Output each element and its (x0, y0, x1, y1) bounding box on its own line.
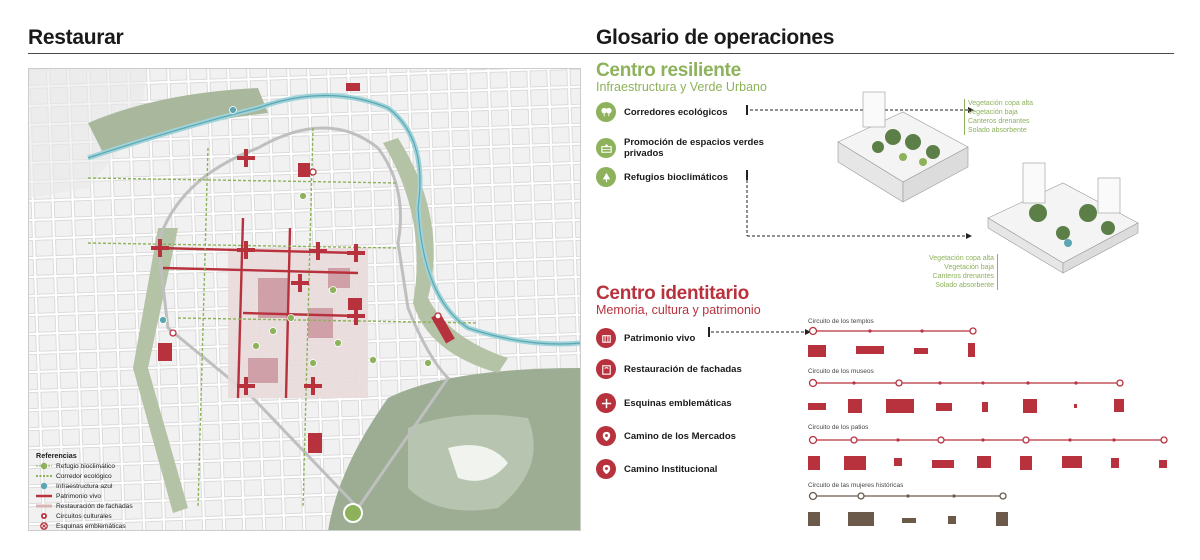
identitario-subtitle: Memoria, cultura y patrimonio (596, 303, 761, 317)
circuit-patios (808, 435, 1168, 470)
circuit-label-patios: Circuito de los patios (808, 424, 869, 431)
axonometric-street-illustration (837, 91, 969, 203)
esquina-icon (36, 522, 52, 530)
urban-map (28, 68, 581, 531)
resiliente-subtitle: Infraestructura y Verde Urbano (596, 80, 767, 94)
garden-icon (596, 138, 616, 158)
op-patrimonio-vivo: Patrimonio vivo (596, 328, 695, 348)
fachadas-line-icon (36, 502, 52, 510)
resiliente-title: Centro resiliente (596, 60, 741, 81)
water-icon (36, 482, 52, 490)
pin-icon (596, 426, 616, 446)
axonometric-square-illustration (987, 162, 1139, 274)
circuit-mujeres (808, 491, 1008, 526)
legend-item-patrimonio: Patrimonio vivo (36, 491, 176, 501)
legend-item-refugio: Refugio bioclimático (36, 461, 176, 471)
building-icon (596, 328, 616, 348)
op-espacios-verdes: Promoción de espacios verdes privados (596, 137, 776, 159)
circuit-label-mujeres: Circuito de las mujeres históricas (808, 482, 904, 489)
trees-icon (596, 102, 616, 122)
legend-item-infra-azul: Infraestructura azul (36, 481, 176, 491)
op-refugios: Refugios bioclimáticos (596, 167, 728, 187)
page-title-restaurar: Restaurar (28, 26, 124, 49)
corredor-line-icon (36, 472, 52, 480)
op-restauracion-fachadas: Restauración de fachadas (596, 359, 742, 379)
patrimonio-line-icon (36, 492, 52, 500)
circuit-label-museos: Circuito de los museos (808, 368, 874, 375)
vegetation-note-2: Vegetación copa alta Vegetación baja Can… (900, 254, 998, 290)
refugio-icon (36, 462, 52, 470)
legend-title: Referencias (36, 451, 77, 460)
circuito-icon (36, 512, 52, 520)
op-camino-institucional: Camino Institucional (596, 459, 717, 479)
op-esquinas: Esquinas emblemáticas (596, 393, 732, 413)
circuit-label-templos: Circuito de los templos (808, 318, 874, 325)
identitario-title: Centro identitario (596, 283, 749, 304)
title-rule (28, 53, 1174, 54)
map-legend: Referencias Refugio bioclimático Corredo… (36, 451, 176, 531)
vegetation-note-1: Vegetación copa alta Vegetación baja Can… (964, 99, 1033, 135)
facade-icon (596, 359, 616, 379)
crossroad-icon (596, 393, 616, 413)
op-camino-mercados: Camino de los Mercados (596, 426, 736, 446)
circuit-museos (808, 378, 1124, 413)
legend-item-esquinas: Esquinas emblemáticas (36, 521, 176, 531)
patrimonio-connector (708, 327, 811, 337)
op-corredores: Corredores ecológicos (596, 102, 727, 122)
resiliente-arrows (746, 105, 974, 239)
tree-icon (596, 167, 616, 187)
legend-item-circuitos: Circuitos culturales (36, 511, 176, 521)
pin-icon (596, 459, 616, 479)
legend-item-fachadas: Restauración de fachadas (36, 501, 176, 511)
circuit-templos (808, 326, 977, 357)
legend-item-corredor: Corredor ecológico (36, 471, 176, 481)
glosario-title: Glosario de operaciones (596, 26, 835, 49)
